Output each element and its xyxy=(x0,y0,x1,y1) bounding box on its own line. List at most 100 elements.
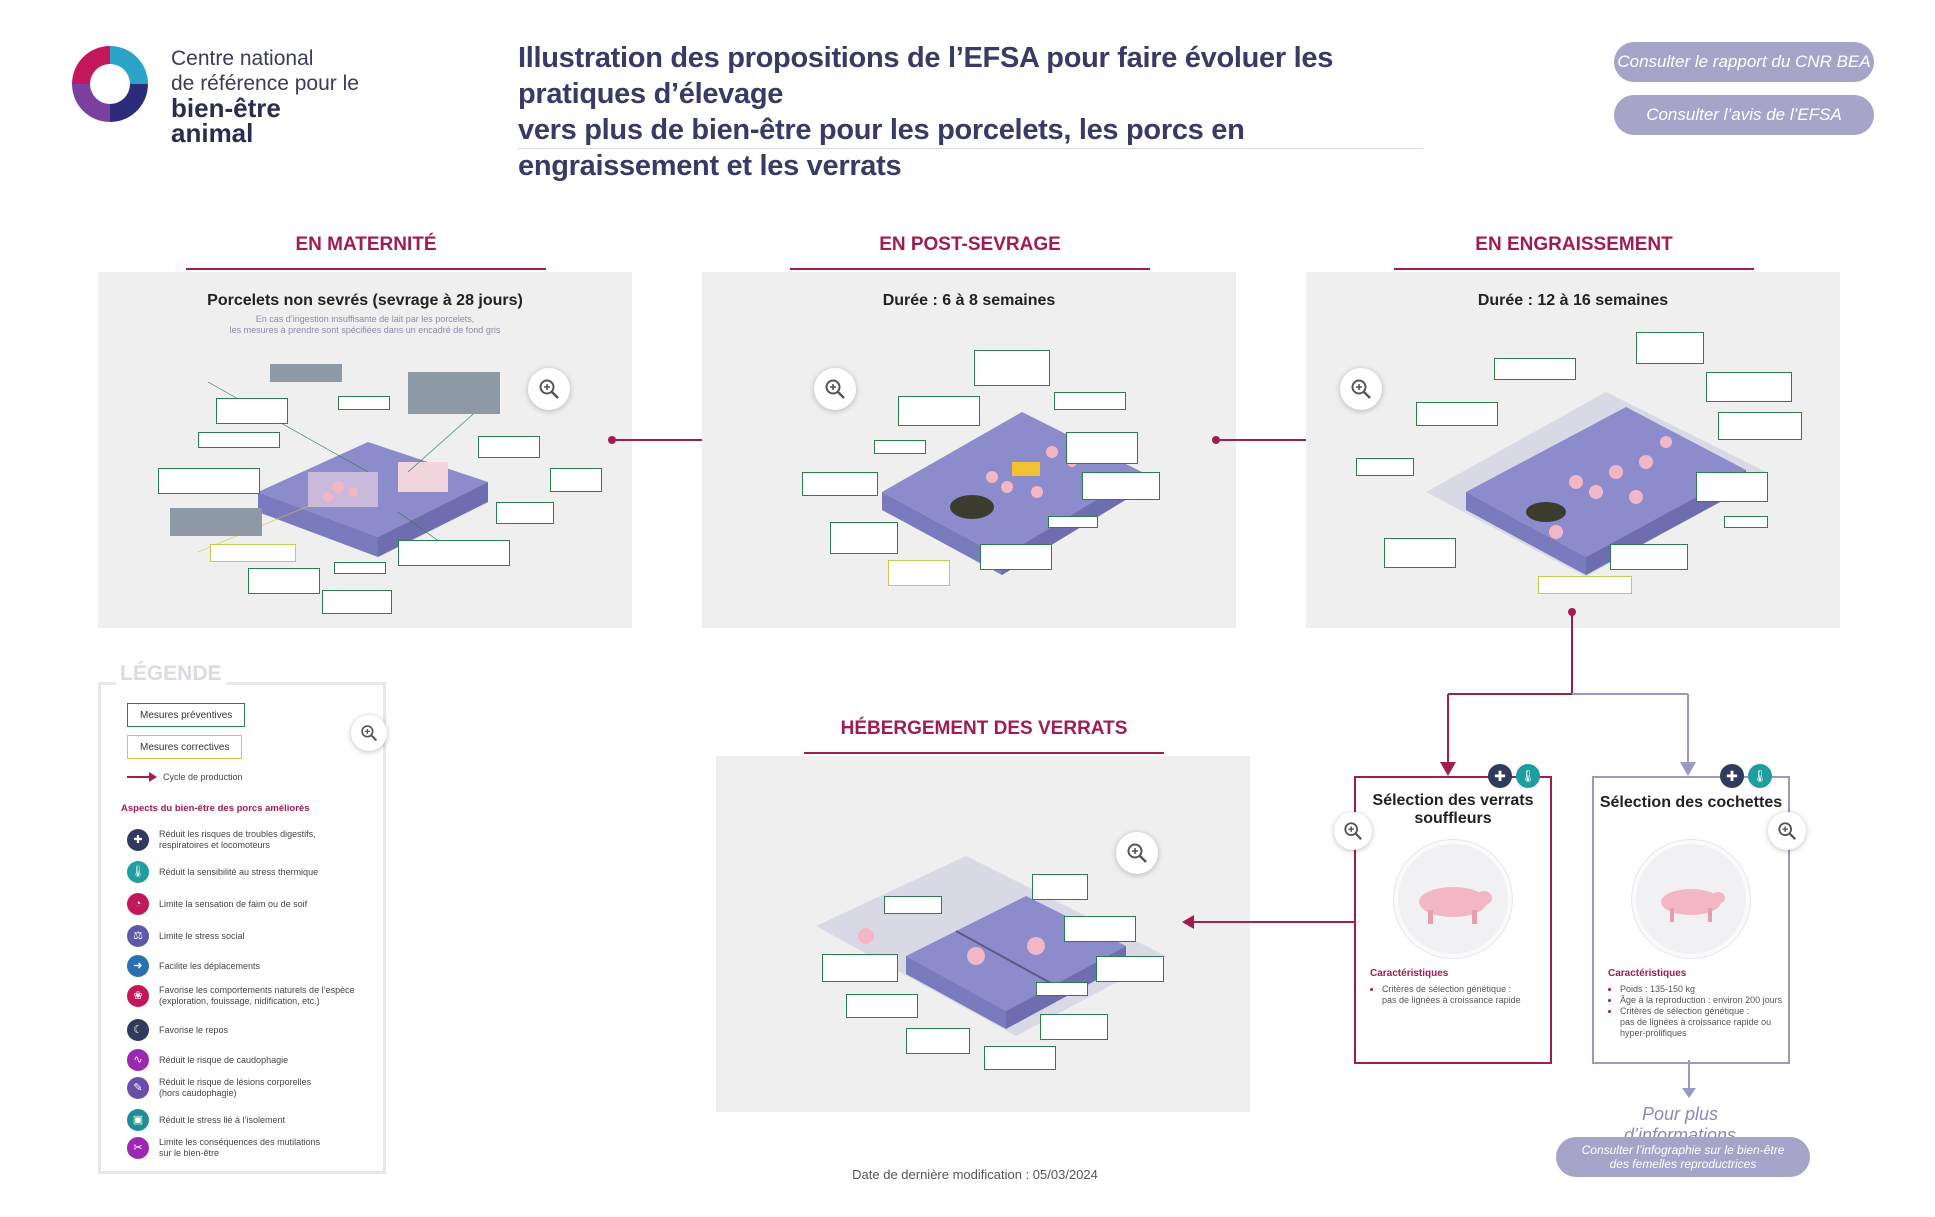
note-card xyxy=(1416,402,1498,426)
legend-item-line2: respiratoires et locomoteurs xyxy=(159,840,271,850)
card-verrats-list: Critères de sélection génétique : pas de… xyxy=(1370,984,1521,1006)
note-card xyxy=(334,562,386,574)
card-cochettes-item: pas de lignées à croissance rapide ou xyxy=(1620,1017,1772,1027)
arrow-more-info xyxy=(1682,1060,1696,1098)
note-card xyxy=(884,896,942,914)
pig-image xyxy=(1394,840,1512,958)
panel-engraissement: Durée : 12 à 16 semaines xyxy=(1306,272,1840,628)
heading-maternite-line xyxy=(186,268,546,270)
note-card xyxy=(1610,544,1688,570)
maternite-sub2: les mesures à prendre sont spécifiées da… xyxy=(229,325,501,335)
card-verrats-title: Sélection des verrats souffleurs xyxy=(1356,792,1550,828)
note-card xyxy=(210,544,296,562)
zoom-post-sevrage-button[interactable] xyxy=(814,368,856,410)
legend-item-text: Réduit les risques de troubles digestifs… xyxy=(159,829,316,851)
tail-icon: ∿ xyxy=(127,1049,149,1071)
legend-correctives: Mesures correctives xyxy=(127,735,243,759)
isolation-icon: ▣ xyxy=(127,1109,149,1131)
card-verrats-title1: Sélection des verrats xyxy=(1372,792,1534,809)
thermometer-icon: 🌡 xyxy=(1516,764,1540,788)
legend-item-line1: Réduit les risques de troubles digestifs… xyxy=(159,829,316,839)
note-card xyxy=(888,560,950,586)
heading-verrats: HÉBERGEMENT DES VERRATS xyxy=(840,718,1128,739)
note-card xyxy=(984,1046,1056,1070)
plus-cross-icon: ✚ xyxy=(1720,764,1744,788)
zoom-verrats-card-button[interactable] xyxy=(1334,812,1372,850)
title-line2: vers plus de bien-être pour les porcelet… xyxy=(518,114,1245,182)
legend-item-line1: Réduit le risque de lésions corporelles xyxy=(159,1077,312,1087)
card-cochettes-item: hyper-prolifiques xyxy=(1620,1028,1687,1038)
legend-cycle-label: Cycle de production xyxy=(163,771,243,782)
legend-item-line1: Réduit le risque de caudophagie xyxy=(159,1054,289,1065)
cycle-arrow-icon xyxy=(127,772,157,782)
card-cochettes-item: Âge à la reproduction : environ 200 jour… xyxy=(1620,995,1782,1006)
panel-verrats xyxy=(716,756,1250,1112)
legend-item-text: Favorise le repos xyxy=(159,1025,228,1036)
note-card xyxy=(846,994,918,1018)
note-card xyxy=(974,350,1050,386)
note-card xyxy=(1048,516,1098,528)
consult-rapport-button[interactable]: Consulter le rapport du CNR BEA xyxy=(1614,42,1874,82)
lesion-icon: ✎ xyxy=(127,1077,149,1099)
note-card xyxy=(478,436,540,458)
note-card xyxy=(270,364,342,382)
rest-icon: ☾ xyxy=(127,1019,149,1041)
legend-item-line2: sur le bien-être xyxy=(159,1148,220,1158)
maternite-title: Porcelets non sevrés (sevrage à 28 jours… xyxy=(207,292,523,309)
pig-image xyxy=(1632,840,1750,958)
zoom-cochettes-card-button[interactable] xyxy=(1768,812,1806,850)
card-cochettes-char-title: Caractéristiques xyxy=(1608,968,1687,979)
zoom-legend-button[interactable] xyxy=(351,715,387,751)
heading-post-sevrage: EN POST-SEVRAGE xyxy=(879,234,1061,255)
note-card xyxy=(822,954,898,982)
legend-item: ⚖Limite le stress social xyxy=(127,925,245,947)
note-card xyxy=(1696,472,1768,502)
page-title: Illustration des propositions de l’EFSA … xyxy=(518,40,1438,184)
card-verrats-char-title: Caractéristiques xyxy=(1370,968,1449,979)
legend-item: ➜Facilite les déplacements xyxy=(127,955,260,977)
note-card xyxy=(408,372,500,414)
legend-item-text: Limite le stress social xyxy=(159,931,245,942)
note-card xyxy=(550,468,602,492)
zoom-icon xyxy=(1127,843,1147,863)
legend-item-text: Réduit le stress lié à l’isolement xyxy=(159,1115,285,1126)
legend-item-line2: (hors caudophagie) xyxy=(159,1088,237,1098)
zoom-verrats-button[interactable] xyxy=(1116,832,1158,874)
legend-item: 🌡Réduit la sensibilité au stress thermiq… xyxy=(127,861,318,883)
logo-icon xyxy=(72,46,148,122)
consult-infographie-button[interactable]: Consulter l’infographie sur le bien-être… xyxy=(1556,1137,1810,1177)
branch-arrows xyxy=(1440,608,1696,776)
legend-item-text: Réduit le risque de caudophagie xyxy=(159,1055,288,1066)
note-card xyxy=(1054,392,1126,410)
card-selection-cochettes: Sélection des cochettes Caractéristiques… xyxy=(1592,764,1806,1064)
zoom-icon xyxy=(1344,822,1362,840)
plus-cross-icon: ✚ xyxy=(1488,764,1512,788)
heading-engraissement-line xyxy=(1394,268,1754,270)
note-card xyxy=(980,544,1052,570)
note-card xyxy=(1066,432,1138,464)
consult-avis-button[interactable]: Consulter l’avis de l’EFSA xyxy=(1614,95,1874,135)
legend-item: ☾ Favorise le repos xyxy=(127,1019,228,1041)
legend-item: ✂Limite les conséquences des mutilations… xyxy=(127,1137,320,1159)
zoom-engraissement-button[interactable] xyxy=(1340,368,1382,410)
panel-maternite: Porcelets non sevrés (sevrage à 28 jours… xyxy=(98,272,632,628)
title-line1: Illustration des propositions de l’EFSA … xyxy=(518,42,1334,110)
note-card xyxy=(1036,982,1088,996)
note-card xyxy=(1064,916,1136,942)
note-card xyxy=(1040,1014,1108,1040)
heading-verrats-line xyxy=(804,752,1164,754)
post-sevrage-title: Durée : 6 à 8 semaines xyxy=(882,292,1056,309)
legend-item-line1: Facilite les déplacements xyxy=(159,960,261,971)
legend-item-text: Facilite les déplacements xyxy=(159,961,260,972)
legend-item-line2: (exploration, fouissage, nidification, e… xyxy=(159,996,320,1006)
heading-maternite: EN MATERNITÉ xyxy=(295,234,437,255)
note-card xyxy=(1096,956,1164,982)
legend-preventives-label: Mesures préventives xyxy=(140,709,233,721)
note-card xyxy=(158,468,260,494)
legend-aspects-title: Aspects du bien-être des porcs améliorés xyxy=(121,803,310,814)
legend-title: LÉGENDE xyxy=(116,662,226,686)
zoom-maternite-button[interactable] xyxy=(528,368,570,410)
card-cochettes-title: Sélection des cochettes xyxy=(1599,794,1783,811)
legend-item-text: Favorise les comportements naturels de l… xyxy=(159,985,355,1007)
note-card xyxy=(216,398,288,424)
